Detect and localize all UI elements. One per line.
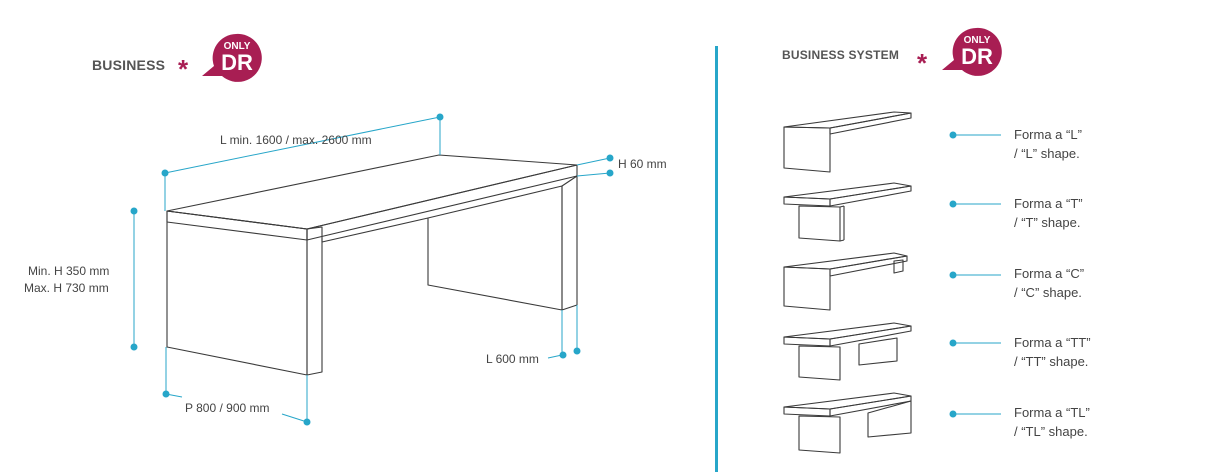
connector-point [949,200,957,208]
desk-right-leg-front [427,185,563,311]
asterisk-icon: * [178,54,189,84]
desk-left-leg-front [166,210,308,376]
shape-label-l: Forma a “L” / “L” shape. [1014,125,1082,163]
dim-point [559,351,567,359]
shape-label-line2: / “TT” shape. [1014,354,1089,369]
shape-label-line1: Forma a “L” [1014,127,1082,142]
desk-top-surface [166,154,578,230]
only-dr-badge-icon: ONLY DR [942,27,1002,76]
desk-left-leg-side [306,226,323,376]
dim-point [436,113,444,121]
length-label: L min. 1600 / max. 2600 mm [220,133,372,147]
l-shape-icon [783,111,912,173]
desk-right-edge [306,164,578,241]
desk-under-edge [321,217,429,243]
asterisk-icon: * [917,48,928,78]
desk-drawing [130,113,614,426]
depth-label: P 800 / 900 mm [185,401,270,415]
dim-point [161,169,169,177]
shape-label-line1: Forma a “TL” [1014,405,1090,420]
shape-label-line2: / “T” shape. [1014,215,1081,230]
business-system-title: BUSINESS SYSTEM [782,48,900,62]
business-title: BUSINESS [92,57,166,73]
dim-point [573,347,581,355]
panel-divider [715,46,718,472]
width-label: L 600 mm [486,352,539,366]
dim-point [606,154,614,162]
badge-dr-text: DR [961,44,993,69]
badge-dr-text: DR [221,50,253,75]
badge-only-text: ONLY [224,41,251,52]
shape-label-tl: Forma a “TL” / “TL” shape. [1014,403,1090,441]
shape-connectors [949,131,1001,418]
shape-label-tt: Forma a “TT” / “TT” shape. [1014,333,1091,371]
badge-only-text: ONLY [964,35,991,46]
desk-front-edge [166,210,308,241]
shape-label-line2: / “TL” shape. [1014,424,1088,439]
dim-point [130,207,138,215]
shape-label-t: Forma a “T” / “T” shape. [1014,194,1083,232]
tt-shape-icon [783,322,912,381]
shape-label-line2: / “L” shape. [1014,146,1080,161]
max-height-label: Max. H 730 mm [24,281,109,295]
c-shape-icon [783,252,908,311]
shape-label-line1: Forma a “T” [1014,196,1083,211]
connector-point [949,271,957,279]
desk-right-leg-side [561,175,578,311]
dim-point [162,390,170,398]
shape-label-line1: Forma a “TT” [1014,335,1091,350]
dim-point [303,418,311,426]
shape-label-line2: / “C” shape. [1014,285,1082,300]
only-dr-badge-icon: ONLY DR [202,33,262,82]
top-height-label: H 60 mm [618,157,667,171]
min-height-label: Min. H 350 mm [28,264,110,278]
shape-label-c: Forma a “C” / “C” shape. [1014,264,1084,302]
dim-point [130,343,138,351]
shape-label-line1: Forma a “C” [1014,266,1085,281]
tl-shape-icon [783,392,912,454]
connector-point [949,410,957,418]
connector-point [949,131,957,139]
connector-point [949,339,957,347]
dim-point [606,169,614,177]
t-shape-icon [783,182,912,242]
shape-icons [783,111,912,454]
